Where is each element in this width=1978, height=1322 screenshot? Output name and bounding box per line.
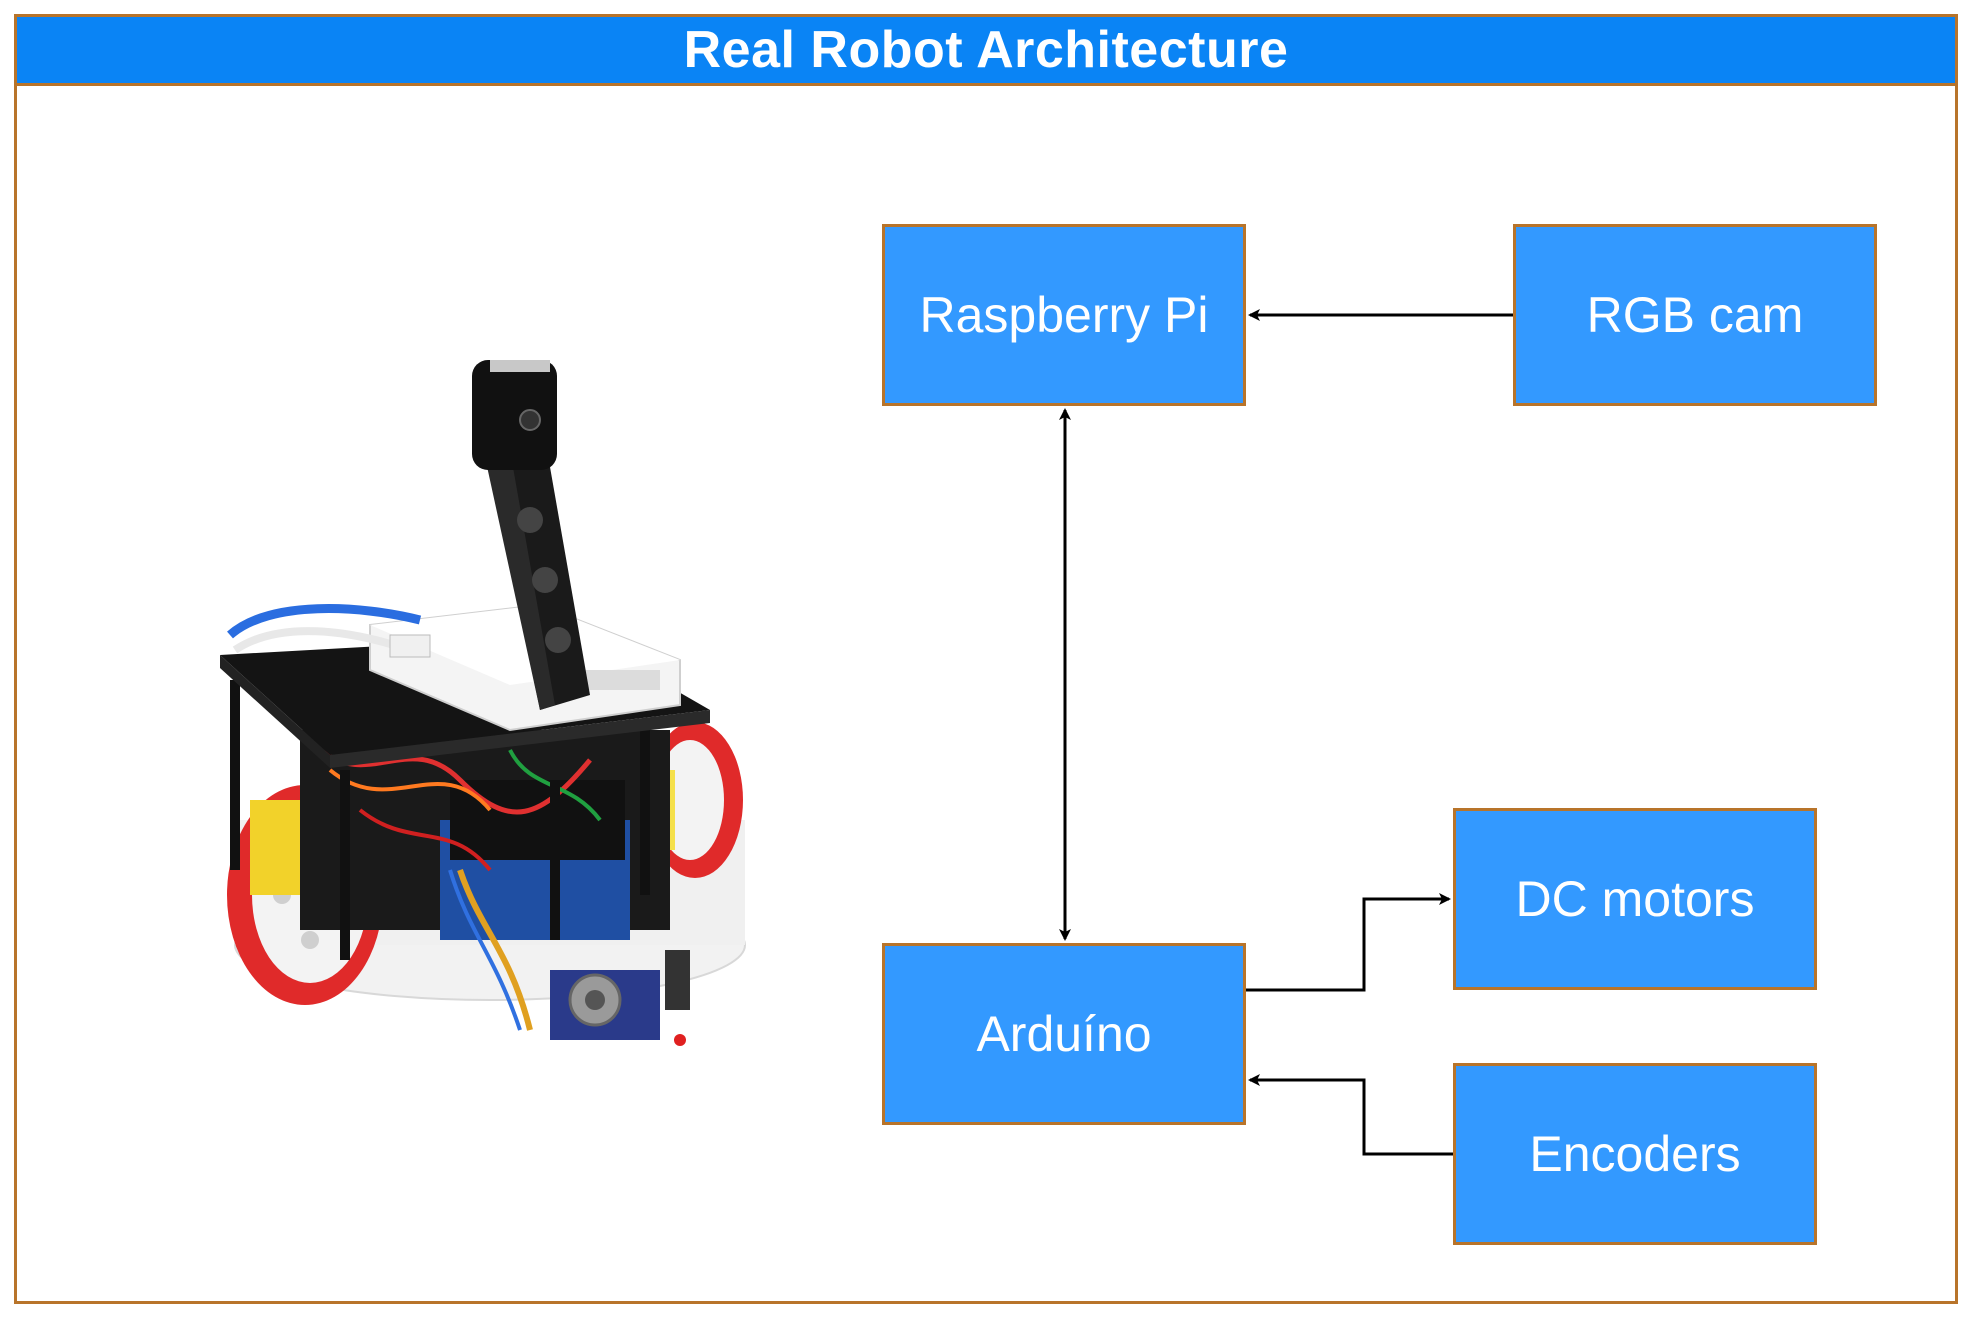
- node-arduino-label: Arduíno: [976, 1006, 1152, 1062]
- node-raspberry-pi: Raspberry Pi: [882, 224, 1246, 406]
- node-encoders: Encoders: [1453, 1063, 1817, 1245]
- diagram-title: Real Robot Architecture: [683, 21, 1289, 79]
- title-bar: Real Robot Architecture: [14, 14, 1958, 86]
- node-encoders-label: Encoders: [1529, 1126, 1741, 1182]
- node-arduino: Arduíno: [882, 943, 1246, 1125]
- node-rgb-cam-label: RGB cam: [1586, 287, 1804, 343]
- robot-photo: [220, 360, 746, 1046]
- node-raspberry-pi-label: Raspberry Pi: [919, 287, 1209, 343]
- node-rgb-cam: RGB cam: [1513, 224, 1877, 406]
- node-dc-motors-label: DC motors: [1515, 871, 1755, 927]
- node-dc-motors: DC motors: [1453, 808, 1817, 990]
